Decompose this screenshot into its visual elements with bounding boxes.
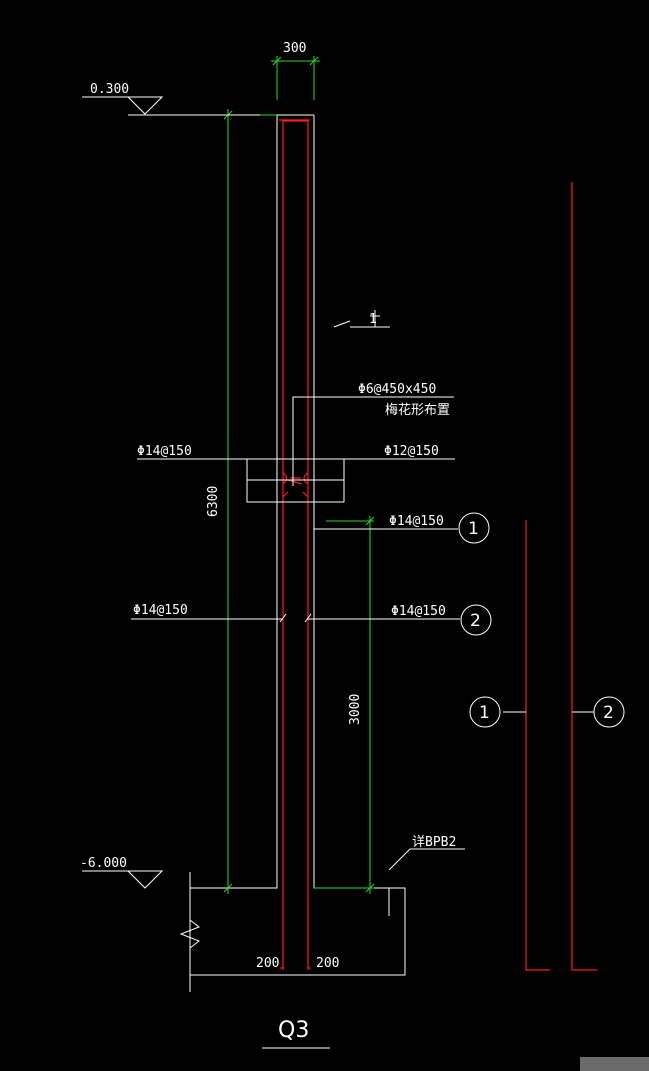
bar-tag-circle-1	[469, 696, 501, 728]
section-mark	[333, 310, 390, 328]
bar-tag-2-detail: 2	[603, 703, 614, 723]
level-mark-bottom: -6.000	[80, 856, 164, 889]
dim-height: 6300	[206, 486, 221, 517]
label-left-upper: Φ14@150	[137, 444, 192, 459]
dim-lap-length: 3000	[348, 694, 363, 725]
wall-outline	[179, 114, 406, 992]
bar-tag-2-leader: 2	[470, 611, 481, 631]
bar-shape-2	[571, 182, 625, 971]
label-bar2: Φ14@150	[391, 604, 446, 619]
dim-cover-left: 200	[256, 956, 279, 971]
label-section-mark: 1	[369, 312, 377, 327]
bar-tag-1-leader: 1	[468, 519, 479, 539]
label-tie: Φ6@450x450	[358, 382, 436, 397]
status-bar	[580, 1057, 649, 1071]
label-left-lower: Φ14@150	[133, 603, 188, 618]
rebar-lines	[279, 119, 311, 970]
level-mark-top: 0.300	[82, 82, 260, 116]
label-right-upper: Φ12@150	[384, 444, 439, 459]
leader-lines	[131, 396, 465, 871]
level-top-label: 0.300	[90, 82, 129, 97]
label-foundation-ref: 详BPB2	[412, 835, 456, 850]
bar-shape-1	[469, 520, 550, 971]
bar-tag-circle-leader-1	[458, 512, 490, 544]
wall-name-label: Q3	[278, 1018, 309, 1043]
bar-tag-1-detail: 1	[479, 703, 490, 723]
label-tie-note: 梅花形布置	[385, 402, 450, 418]
label-bar1: Φ14@150	[389, 514, 444, 529]
dim-cover-right: 200	[316, 956, 339, 971]
bar-tag-circle-2	[593, 696, 625, 728]
level-bottom-label: -6.000	[80, 856, 127, 871]
dimension-lines	[222, 56, 375, 894]
bar-tag-circle-leader-2	[460, 604, 492, 636]
dim-thickness: 300	[283, 41, 306, 56]
